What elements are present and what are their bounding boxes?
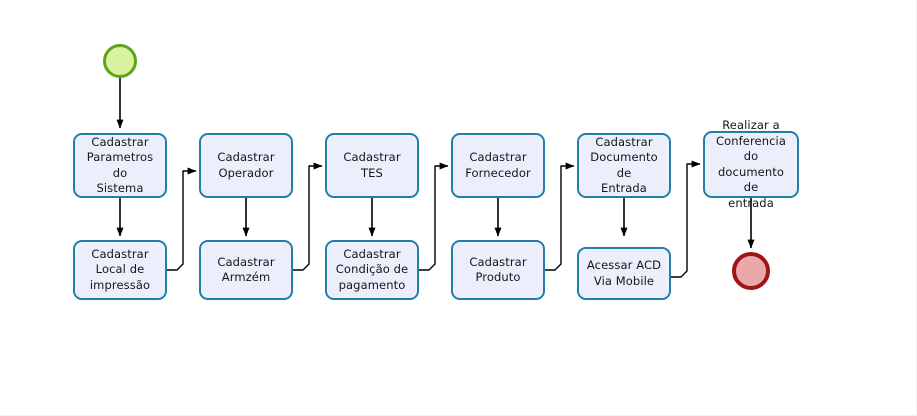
task-label: Realizar a Conferencia do documento de e…: [716, 118, 786, 210]
task-label: Cadastrar Local de impressão: [89, 246, 151, 292]
edge-n8-to-n9: [544, 162, 575, 271]
task-label: Cadastrar Produto: [469, 254, 527, 285]
task-label: Cadastrar Parametros do Sistema: [86, 134, 154, 196]
task-label: Cadastrar Operador: [217, 150, 275, 180]
task-cadastrar-operador[interactable]: Cadastrar Operador: [199, 133, 293, 198]
edge-n4-to-n5: [292, 162, 323, 271]
task-cadastrar-tes[interactable]: Cadastrar TES: [325, 133, 419, 198]
task-cadastrar-parametros-do-sistema[interactable]: Cadastrar Parametros do Sistema: [73, 133, 167, 198]
edge-n10-to-n11: [670, 160, 701, 278]
task-cadastrar-armzem[interactable]: Cadastrar Armzém: [199, 240, 293, 300]
task-cadastrar-documento-de-entrada[interactable]: Cadastrar Documento de Entrada: [577, 133, 671, 198]
edge-n6-to-n7: [418, 162, 449, 271]
task-label: Cadastrar TES: [343, 150, 401, 180]
task-label: Cadastrar Armzém: [217, 254, 275, 285]
task-label: Cadastrar Documento de Entrada: [590, 134, 658, 196]
task-label: Acessar ACD Via Mobile: [586, 258, 662, 288]
edge-n2-to-n3: [166, 167, 197, 271]
end-event[interactable]: [732, 252, 770, 290]
task-cadastrar-local-de-impressao[interactable]: Cadastrar Local de impressão: [73, 240, 167, 300]
start-event[interactable]: [103, 44, 137, 78]
task-cadastrar-condicao-de-pagamento[interactable]: Cadastrar Condição de pagamento: [325, 240, 419, 300]
task-realizar-a-conferencia-do-documento-de-entrada[interactable]: Realizar a Conferencia do documento de e…: [703, 118, 799, 210]
task-cadastrar-produto[interactable]: Cadastrar Produto: [451, 240, 545, 300]
task-acessar-acd-via-mobile[interactable]: Acessar ACD Via Mobile: [577, 247, 671, 300]
task-label: Cadastrar Condição de pagamento: [335, 246, 409, 292]
task-cadastrar-fornecedor[interactable]: Cadastrar Fornecedor: [451, 133, 545, 198]
task-label: Cadastrar Fornecedor: [465, 150, 531, 180]
